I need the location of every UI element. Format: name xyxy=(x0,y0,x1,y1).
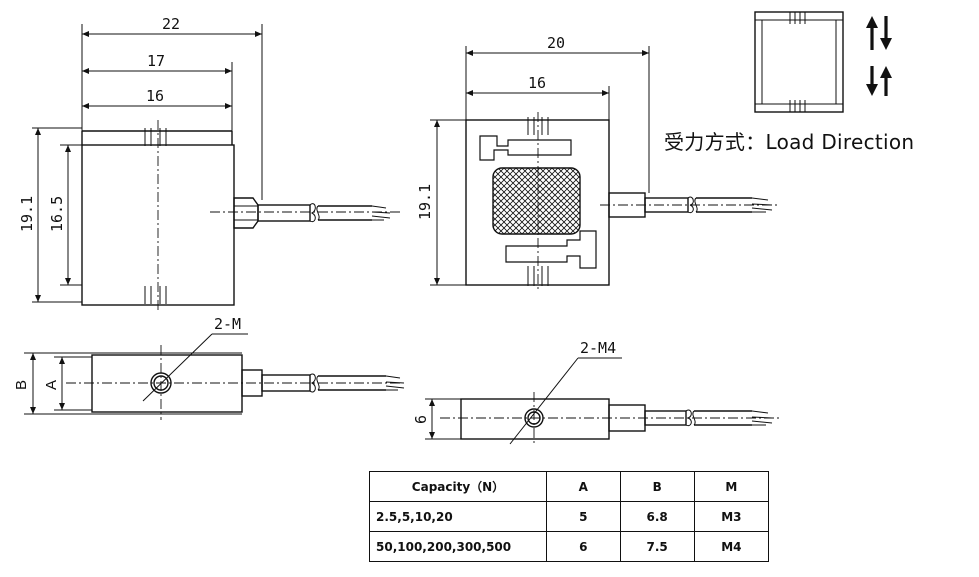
cell-capacity: 2.5,5,10,20 xyxy=(368,501,548,532)
cell-capacity: 50,100,200,300,500 xyxy=(368,531,548,562)
front-dim-height: 19.1 xyxy=(416,184,434,220)
compression-arrows-icon xyxy=(866,66,892,96)
cell-a: 6 xyxy=(546,531,621,562)
hole-callout-2-m: 2-M xyxy=(214,315,241,333)
cell-m: M4 xyxy=(693,531,770,562)
side-view xyxy=(32,24,400,310)
header-a: A xyxy=(546,471,621,502)
strain-gauge-area xyxy=(492,167,581,235)
front-view-cable xyxy=(644,197,689,213)
cell-b: 6.8 xyxy=(619,501,695,532)
bottom-left-body xyxy=(91,354,243,413)
table-header-row: Capacity（N） A B M xyxy=(368,471,770,502)
load-direction-diagram xyxy=(754,11,844,113)
bottom-right-view xyxy=(425,357,780,446)
header-m: M xyxy=(693,471,770,502)
table-row: 2.5,5,10,20 5 6.8 M3 xyxy=(368,501,770,532)
cell-b: 7.5 xyxy=(619,531,695,562)
cell-m: M3 xyxy=(693,501,770,532)
dim-body-width: 16 xyxy=(146,87,164,105)
dim-a-label: A xyxy=(43,380,60,390)
side-view-connector xyxy=(233,197,259,229)
hole-callout-2-m4: 2-M4 xyxy=(580,339,616,357)
load-direction-label: 受力方式：Load Direction xyxy=(664,130,915,154)
dim-height: 19.1 xyxy=(18,196,36,232)
header-capacity: Capacity（N） xyxy=(368,471,548,502)
dim-b-label: B xyxy=(13,380,30,390)
dim-mid-width: 17 xyxy=(147,52,165,70)
dim-inner-height: 16.5 xyxy=(48,196,66,232)
spec-table: Capacity（N） A B M 2.5,5,10,20 5 6.8 M3 5… xyxy=(368,471,770,562)
tension-arrows-icon xyxy=(866,16,892,50)
front-dim-width: 20 xyxy=(547,34,565,52)
front-dim-inner-width: 16 xyxy=(528,74,546,92)
table-row: 50,100,200,300,500 6 7.5 M4 xyxy=(368,531,770,562)
header-b: B xyxy=(619,471,695,502)
dim-6: 6 xyxy=(412,415,430,424)
bottom-left-view xyxy=(24,333,405,420)
side-view-cable xyxy=(257,204,311,222)
bottom-right-body xyxy=(460,398,610,440)
cell-a: 5 xyxy=(546,501,621,532)
dim-overall-width: 22 xyxy=(162,15,180,33)
front-view xyxy=(430,46,780,292)
